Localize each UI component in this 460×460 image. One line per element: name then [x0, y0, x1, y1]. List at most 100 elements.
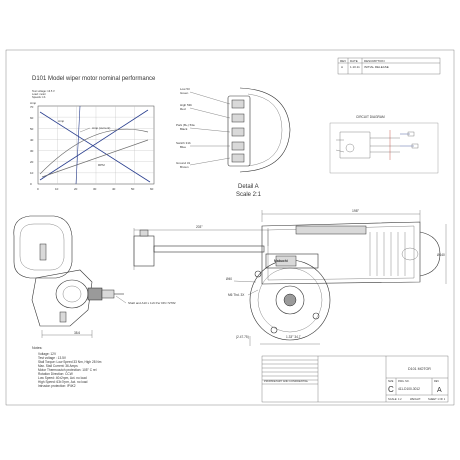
annotation-leader — [79, 127, 91, 133]
rev-header-date: DATE — [350, 59, 358, 63]
title-block-rows — [262, 359, 318, 385]
y-tick-40: 40 — [30, 138, 34, 142]
chart-condition-2: Load: motor — [32, 92, 46, 96]
chart-annotation-amp: Amp — [58, 119, 65, 123]
title-block: PROPRIETARY AND CONFIDENTIAL D101 MOTOR … — [261, 355, 449, 403]
sheet-border — [5, 49, 455, 406]
x-tick-30: 30 — [93, 187, 97, 191]
y-tick-70: 70 — [30, 105, 34, 109]
size-label: SIZE — [388, 380, 394, 383]
curve-vertical-marker — [75, 105, 81, 185]
connector-pins — [231, 99, 245, 163]
notes-title: Notes: — [32, 346, 42, 350]
y-tick-0: 0 — [30, 182, 32, 186]
rev-header-rev: REV — [340, 59, 346, 63]
chart-annotation-rpm: RPM — [98, 163, 105, 167]
pin-switch-color: Blue — [180, 145, 186, 149]
curve-current — [39, 109, 149, 181]
rev-label: REV — [434, 380, 439, 383]
brand-label: Mabuchi — [274, 259, 288, 263]
y-tick-30: 30 — [30, 149, 34, 153]
curve-output — [41, 139, 149, 178]
y-tick-10: 10 — [30, 171, 34, 175]
chart-annotation-current: Amp (current) — [92, 126, 110, 130]
dim-overall-length: 198° — [352, 209, 360, 213]
x-tick-10: 10 — [55, 187, 59, 191]
motor-fins — [369, 232, 406, 276]
detail-scale: Scale 2:1 — [236, 192, 262, 198]
chart-title: D101 Model wiper motor nominal performan… — [32, 76, 156, 82]
connector-pin — [231, 141, 245, 151]
side-view-motor: 38.6 Shaft and A10 x 1x6 Per DIN 72782 — [13, 215, 176, 338]
note-line-4: Max. Stall Current: 36 Amps — [38, 364, 78, 368]
weight-label: WEIGHT: — [410, 397, 421, 401]
pin-ground-name: Ground 31 — [176, 161, 191, 165]
proprietary-title: PROPRIETARY AND CONFIDENTIAL — [264, 379, 309, 383]
dwg-number: 411-D100-3012 — [398, 387, 420, 391]
shaft-note: Shaft and A10 x 1x6 Per DIN 72782 — [128, 301, 176, 305]
note-line-2: Test voltage : 13.5V — [38, 356, 67, 360]
performance-chart: D101 Model wiper motor nominal performan… — [30, 76, 156, 191]
x-tick-50: 50 — [131, 187, 135, 191]
x-tick-40: 40 — [112, 187, 116, 191]
x-tick-20: 20 — [74, 187, 78, 191]
chart-condition-1: Test voltage: 13.5 V — [32, 89, 55, 93]
connector-pin — [231, 153, 245, 163]
y-tick-60: 60 — [30, 116, 34, 120]
pin-switch-name: Switch 31b — [176, 141, 191, 145]
curve-speed — [39, 111, 151, 183]
chart-condition-3: Speeds: LS — [32, 95, 46, 99]
dim-side-width: 38.6 — [74, 331, 80, 335]
dim-pcd-high: 1.33° 34.7 — [286, 335, 301, 339]
company-name: D101 MOTOR — [408, 367, 431, 371]
note-line-7: Low Speed: 40±2rpm, Act. no load — [38, 376, 87, 380]
rev-row-rev: A — [341, 65, 343, 69]
chart-x-ticks: 0 10 20 30 40 50 60 — [37, 187, 154, 191]
detail-a: Low 53 Green High 53b Red Park (B+) 53a … — [176, 87, 291, 198]
x-tick-60: 60 — [150, 187, 154, 191]
pin-ground-color: Brown — [180, 165, 189, 169]
rev-row-date: 1.10.11 — [350, 65, 360, 69]
rev-header-desc: DESCRIPTION — [364, 59, 385, 63]
revision-block: REV DATE DESCRIPTION A 1.10.11 INITIAL R… — [337, 57, 441, 75]
note-line-1: Voltage: 12V — [38, 352, 57, 356]
dim-shaft-length: 203° — [196, 225, 203, 229]
connector-pin — [231, 113, 245, 123]
chart-y-unit: Amp — [30, 101, 37, 105]
rev-row-desc: INITIAL RELEASE — [364, 65, 389, 69]
pin-park-color: Black — [180, 127, 188, 131]
rev-value: A — [437, 387, 442, 394]
pin-high-color: Red — [180, 107, 186, 111]
note-line-6: Rotation Direction: CCW — [38, 372, 73, 376]
notes-block: Notes: Voltage: 12V Test voltage : 13.5V… — [32, 346, 102, 388]
size-value: C — [388, 385, 394, 394]
curve-efficiency — [39, 128, 149, 175]
dim-pcd-low: (2.47.75) — [236, 335, 249, 339]
dim-height: Ø140 — [437, 253, 445, 257]
pin-low-name: Low 53 — [180, 87, 190, 91]
x-tick-0: 0 — [37, 187, 39, 191]
connector-pin — [231, 127, 245, 137]
note-line-5: Motor Thermocutch protection: 105° C rel — [38, 368, 97, 372]
pin-high-name: High 53b — [180, 103, 192, 107]
note-line-9: Intrusion protection: IP4K2 — [38, 384, 76, 388]
main-motor-view: 203° Mabuchi 198° Ø140 Ø40 M6 Thd. 3X (2… — [133, 209, 447, 346]
dim-mounting: M6 Thd. 3X — [228, 293, 245, 297]
note-line-8: High Speed: 63±7rpm, Act. no load — [38, 380, 88, 384]
dwg-label: DWG. NO. — [398, 380, 410, 383]
note-line-3: Stall Torque: Low Speed 33 Nm, High 28 N… — [38, 360, 102, 364]
y-tick-20: 20 — [30, 160, 34, 164]
pin-low-color: Green — [180, 91, 189, 95]
connector-pin — [231, 99, 245, 109]
y-tick-50: 50 — [30, 127, 34, 131]
pin-park-name: Park (B+) 53a — [176, 123, 195, 127]
chart-y-ticks: 70 60 50 40 30 20 10 0 — [30, 105, 34, 186]
detail-title: Detail A — [238, 184, 259, 190]
circuit-diagram: CIRCUIT DIAGRAM — [329, 115, 439, 174]
sheet-value: SHEET 1 OF 1 — [428, 397, 446, 401]
scale-value: SCALE: 1:2 — [388, 397, 402, 401]
dim-bolt-circle: Ø40 — [226, 277, 232, 281]
left-dimension: 38.6 — [41, 330, 93, 338]
circuit-title: CIRCUIT DIAGRAM — [356, 115, 385, 119]
